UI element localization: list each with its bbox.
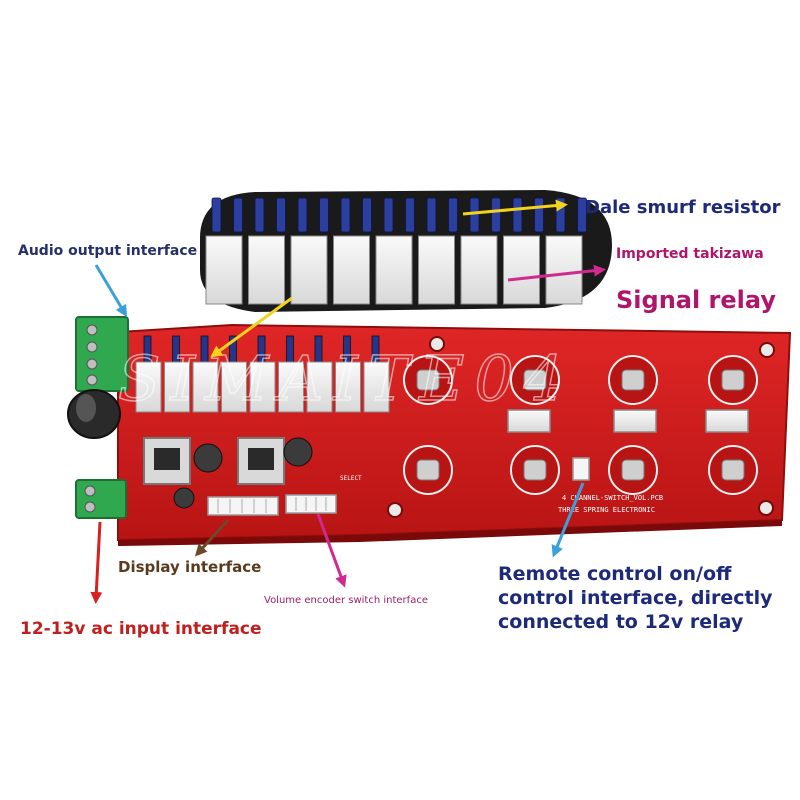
inset-relay — [375, 235, 413, 305]
rca-pad-hole — [621, 459, 645, 481]
inset-resistor — [426, 197, 437, 233]
inset-resistor — [577, 197, 587, 233]
board-select-text: SELECT — [340, 475, 362, 482]
inset-resistor — [512, 197, 523, 233]
display-interface-label: Display interface — [118, 558, 262, 576]
inset-resistor — [534, 197, 544, 233]
inset-board-arrow — [210, 296, 293, 358]
inset-relay — [503, 235, 540, 305]
dale-resistor-label: Dale smurf resistor — [585, 197, 781, 218]
audio-output-label: Audio output interface — [18, 243, 198, 259]
relay-zoom-inset — [200, 190, 612, 312]
board-relay — [221, 361, 247, 413]
inset-resistor — [362, 197, 372, 233]
rca-pad-hole — [416, 369, 440, 391]
remote-label-line-3: connected to 12v relay — [498, 611, 744, 633]
regulators — [143, 437, 313, 509]
inset-resistor — [233, 197, 243, 233]
volume-encoder-arrow — [316, 513, 347, 588]
ac-input-arrow — [90, 521, 103, 604]
board-relay — [164, 361, 190, 413]
board-relay — [306, 361, 333, 413]
resistor-arrow — [462, 199, 568, 216]
signal-relay-label: Signal relay — [616, 286, 776, 314]
inset-resistor — [297, 197, 308, 233]
inset-resistor — [491, 197, 501, 233]
inset-resistor — [469, 197, 480, 233]
ac-input-terminal — [75, 479, 127, 519]
board-relay — [335, 361, 361, 413]
inset-relay — [205, 235, 243, 305]
inset-resistor — [340, 197, 351, 233]
annotation-arrows — [90, 199, 606, 604]
rca-pads — [403, 355, 758, 495]
remote-arrow — [551, 482, 585, 558]
relay-arrow — [507, 264, 606, 282]
rca-pad-hole — [523, 369, 547, 391]
remote-label-line-2: control interface, directly — [498, 587, 773, 609]
channel-relays — [507, 409, 749, 433]
rca-pad-hole — [621, 369, 645, 391]
board-relay — [249, 361, 276, 413]
remote-control-label: Remote control on/off control interface,… — [498, 562, 798, 634]
rca-pad-hole — [721, 459, 745, 481]
inset-relay — [460, 235, 498, 305]
inset-resistor — [276, 197, 286, 233]
mounting-holes — [387, 336, 775, 518]
inset-relay — [418, 235, 455, 305]
inset-resistor — [448, 197, 458, 233]
audio-output-terminal — [75, 316, 129, 392]
board-maker-text: THREE SPRING ELECTRONIC — [558, 506, 655, 514]
inset-relay — [290, 235, 328, 305]
filter-capacitor — [67, 389, 121, 439]
inset-resistor — [254, 197, 265, 233]
inset-resistor — [319, 197, 329, 233]
ac-input-label: 12-13v ac input interface — [20, 619, 262, 639]
inset-relay — [333, 235, 370, 305]
inset-relay — [545, 235, 583, 305]
inset-resistor — [555, 197, 566, 233]
board-relay-row — [135, 335, 390, 413]
inset-relay — [248, 235, 285, 305]
inset-resistor — [211, 197, 222, 233]
display-connector — [207, 496, 279, 516]
volume-encoder-label: Volume encoder switch interface — [264, 595, 428, 606]
board-relay — [363, 361, 390, 413]
rca-pad-hole — [523, 459, 547, 481]
rca-pad-hole — [721, 369, 745, 391]
inset-resistor — [405, 197, 415, 233]
board-relay — [278, 361, 304, 413]
rca-pad-hole — [416, 459, 440, 481]
takizawa-label: Imported takizawa — [616, 246, 764, 262]
remote-label-line-1: Remote control on/off — [498, 563, 732, 585]
board-relay — [192, 361, 219, 413]
board-relay — [135, 361, 162, 413]
watermark: SIMAITE04 — [118, 342, 573, 415]
inset-resistor — [383, 197, 394, 233]
board-model-text: 4 CHANNEL-SWITCH_VOL.PCB — [562, 494, 663, 502]
volume-encoder-connector — [285, 494, 337, 514]
remote-connector — [572, 457, 590, 481]
display-arrow — [194, 518, 230, 557]
audio-output-arrow — [94, 264, 128, 318]
